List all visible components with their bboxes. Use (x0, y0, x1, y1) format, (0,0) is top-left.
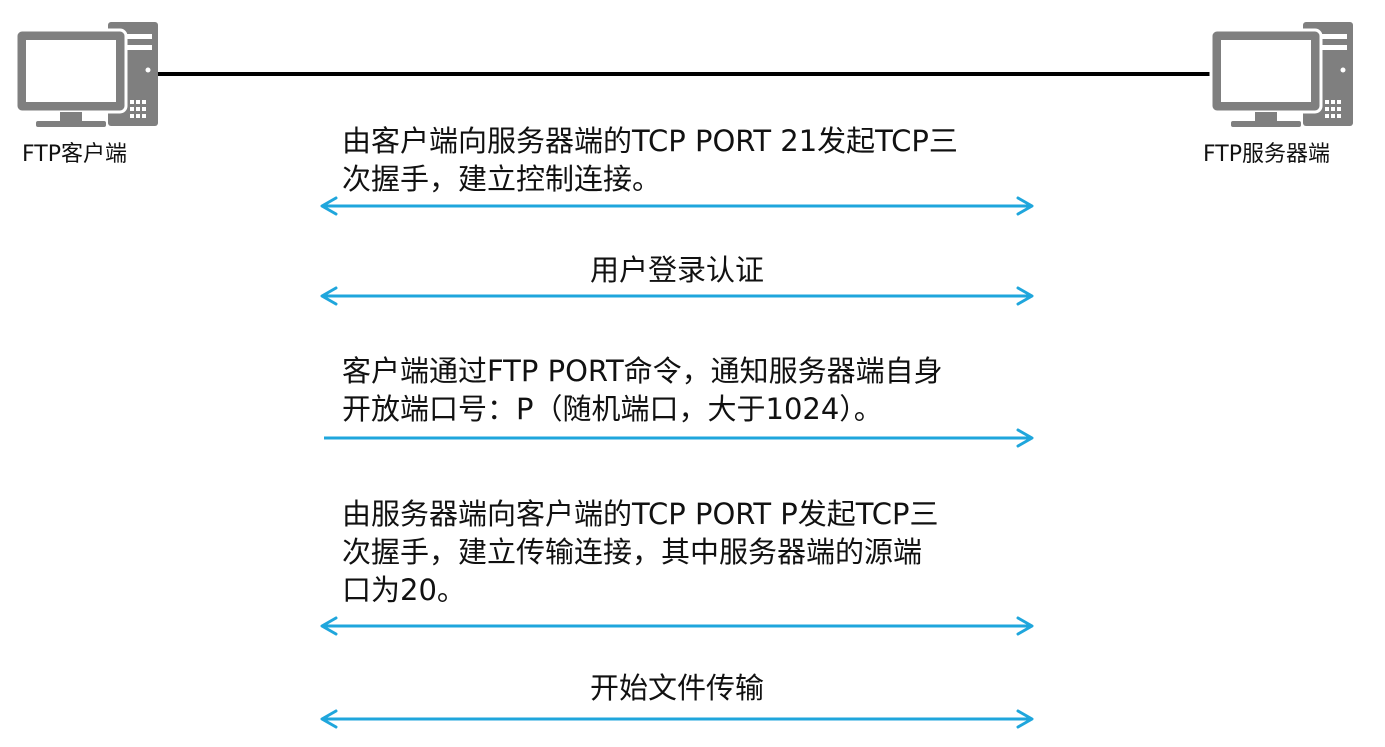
step-5-arrowhead-left (320, 709, 338, 729)
step-5-line-1: 开始文件传输 (589, 671, 764, 705)
step-4-text: 由服务器端向客户端的TCP PORT P发起TCP三 次握手，建立传输连接，其中… (342, 495, 939, 609)
step-2-arrowhead-left (320, 286, 338, 306)
step-3-line-2: 开放端口号：P（随机端口，大于1024）。 (342, 392, 883, 426)
step-4-line-3: 口为20。 (342, 573, 466, 607)
arrows-group (320, 196, 1034, 729)
step-1-text: 由客户端向服务器端的TCP PORT 21发起TCP三 次握手，建立控制连接。 (342, 122, 958, 198)
step-3-text: 客户端通过FTP PORT命令，通知服务器端自身 开放端口号：P（随机端口，大于… (342, 352, 943, 428)
step-2-arrowhead-right (1016, 286, 1034, 306)
client-label: FTP客户端 (22, 142, 127, 167)
step-3-arrowhead-right (1016, 428, 1034, 448)
step-2-line-1: 用户登录认证 (589, 253, 764, 287)
step-1-line-1: 由客户端向服务器端的TCP PORT 21发起TCP三 (342, 124, 958, 158)
step-1-arrowhead-right (1016, 196, 1034, 216)
step-3-line-1: 客户端通过FTP PORT命令，通知服务器端自身 (342, 354, 943, 388)
step-4-arrowhead-left (320, 616, 338, 636)
step-5-text: 开始文件传输 (322, 669, 1032, 707)
client-computer-icon (14, 20, 160, 129)
step-5-arrowhead-right (1016, 709, 1034, 729)
step-1-arrowhead-left (320, 196, 338, 216)
server-label: FTP服务器端 (1203, 142, 1330, 167)
step-1-line-2: 次握手，建立控制连接。 (342, 162, 662, 196)
step-4-line-2: 次握手，建立传输连接，其中服务器端的源端 (342, 535, 923, 569)
server-computer-icon (1209, 20, 1355, 129)
step-4-arrowhead-right (1016, 616, 1034, 636)
step-2-text: 用户登录认证 (322, 251, 1032, 289)
step-4-line-1: 由服务器端向客户端的TCP PORT P发起TCP三 (342, 497, 939, 531)
